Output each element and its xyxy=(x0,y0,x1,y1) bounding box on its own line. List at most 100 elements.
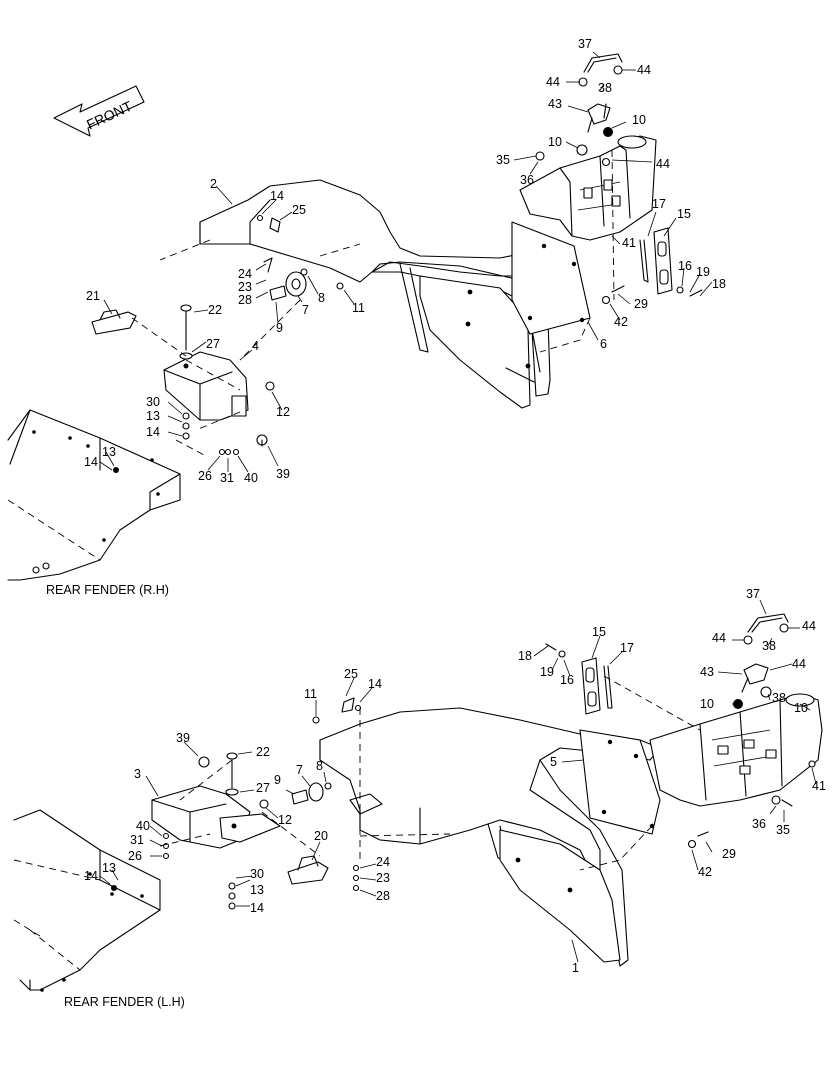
callout-29: 29 xyxy=(634,297,648,311)
callout-26: 26 xyxy=(128,849,142,863)
callout-2: 2 xyxy=(210,177,217,191)
callout-23: 23 xyxy=(238,280,252,294)
upper-callouts: 37 44 44 38 43 10 10 35 44 36 2 14 25 17… xyxy=(84,37,726,485)
callout-24: 24 xyxy=(376,855,390,869)
grab-handle-37 xyxy=(578,53,623,87)
callout-14: 14 xyxy=(84,869,98,883)
callout-30: 30 xyxy=(146,395,160,409)
callout-41: 41 xyxy=(812,779,826,793)
callout-36: 36 xyxy=(752,817,766,831)
callout-18: 18 xyxy=(712,277,726,291)
callout-38: 38 xyxy=(762,639,776,653)
callout-9: 9 xyxy=(276,321,283,335)
caption-upper: REAR FENDER (R.H) xyxy=(46,583,169,597)
bushing-10b xyxy=(603,127,613,137)
callout-23: 23 xyxy=(376,871,390,885)
callout-28: 28 xyxy=(238,293,252,307)
callout-22: 22 xyxy=(208,303,222,317)
front-arrow-icon: FRONT xyxy=(53,85,145,137)
callout-12: 12 xyxy=(278,813,292,827)
callout-21: 21 xyxy=(86,289,100,303)
rear-fender-lh xyxy=(13,809,161,992)
bracket-3 xyxy=(151,785,281,849)
latch-43 xyxy=(587,103,611,133)
callout-37: 37 xyxy=(746,587,760,601)
callout-13: 13 xyxy=(250,883,264,897)
callout-14: 14 xyxy=(84,455,98,469)
callout-31: 31 xyxy=(220,471,234,485)
callout-20: 20 xyxy=(314,829,328,843)
callout-14: 14 xyxy=(368,677,382,691)
callout-11: 11 xyxy=(352,301,365,315)
callout-16: 16 xyxy=(678,259,692,273)
callout-10: 10 xyxy=(794,701,808,715)
callout-40: 40 xyxy=(244,471,258,485)
callout-7: 7 xyxy=(302,303,309,317)
callout-14: 14 xyxy=(250,901,264,915)
callout-14: 14 xyxy=(146,425,160,439)
callout-39: 39 xyxy=(176,731,190,745)
callout-25: 25 xyxy=(292,203,306,217)
callout-39: 39 xyxy=(276,467,290,481)
callout-37: 37 xyxy=(578,37,592,51)
callout-1: 1 xyxy=(572,961,579,975)
callout-15: 15 xyxy=(677,207,691,221)
callout-17: 17 xyxy=(652,197,666,211)
callout-28: 28 xyxy=(376,889,390,903)
callout-10: 10 xyxy=(632,113,646,127)
callout-10: 10 xyxy=(548,135,562,149)
callout-44: 44 xyxy=(656,157,670,171)
callout-17: 17 xyxy=(620,641,634,655)
mount-plate-5 xyxy=(579,693,823,835)
mount-plate-6 xyxy=(511,135,657,335)
callout-29: 29 xyxy=(722,847,736,861)
fender-1 xyxy=(319,707,661,967)
callout-19: 19 xyxy=(540,665,554,679)
callout-9: 9 xyxy=(274,773,281,787)
callout-25: 25 xyxy=(344,667,358,681)
callout-18: 18 xyxy=(518,649,532,663)
callout-14: 14 xyxy=(270,189,284,203)
callout-13: 13 xyxy=(102,445,116,459)
rear-fender-rh xyxy=(7,409,181,581)
callout-22: 22 xyxy=(256,745,270,759)
callout-16: 16 xyxy=(560,673,574,687)
upper-assembly xyxy=(7,53,703,581)
callout-10: 10 xyxy=(700,697,714,711)
lower-callouts: 37 44 38 44 15 17 43 44 18 19 16 38 10 1… xyxy=(84,587,826,975)
roller-7-lower xyxy=(291,782,324,805)
latch-43-lower xyxy=(741,663,769,693)
callout-44: 44 xyxy=(802,619,816,633)
upper-leader-lines xyxy=(99,51,713,473)
callout-3: 3 xyxy=(134,767,141,781)
callout-12: 12 xyxy=(276,405,290,419)
callout-15: 15 xyxy=(592,625,606,639)
callout-43: 43 xyxy=(700,665,714,679)
callout-6: 6 xyxy=(600,337,607,351)
caption-lower: REAR FENDER (L.H) xyxy=(64,995,185,1009)
callout-13: 13 xyxy=(146,409,160,423)
callout-44: 44 xyxy=(637,63,651,77)
fender-2 xyxy=(199,179,561,409)
lower-leader-lines xyxy=(99,599,817,963)
grab-handle-37-lower xyxy=(743,613,789,645)
callout-41: 41 xyxy=(622,236,636,250)
bracket-15 xyxy=(639,227,673,295)
callout-13: 13 xyxy=(102,861,116,875)
callout-38: 38 xyxy=(598,81,612,95)
callout-19: 19 xyxy=(696,265,710,279)
callout-26: 26 xyxy=(198,469,212,483)
callout-35: 35 xyxy=(496,153,510,167)
bracket-4 xyxy=(163,351,249,421)
callout-44: 44 xyxy=(792,657,806,671)
callout-24: 24 xyxy=(238,267,252,281)
callout-36: 36 xyxy=(520,173,534,187)
callout-27: 27 xyxy=(256,781,270,795)
callout-38: 38 xyxy=(772,691,786,705)
callout-7: 7 xyxy=(296,763,303,777)
pad-20 xyxy=(287,855,329,885)
callout-4: 4 xyxy=(252,339,259,353)
callout-11: 11 xyxy=(304,687,317,701)
bushing-10a xyxy=(576,144,588,156)
